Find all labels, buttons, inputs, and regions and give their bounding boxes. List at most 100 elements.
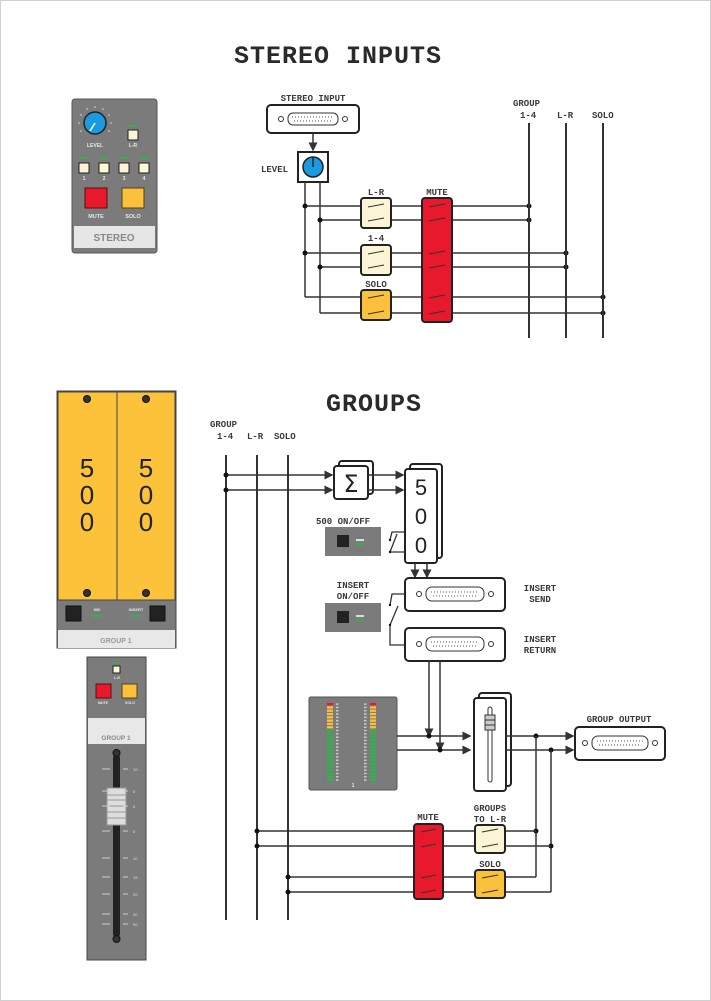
groups-to-lr-label-2: TO L-R <box>474 815 507 825</box>
meter-segment <box>370 778 376 782</box>
bus-group-label: GROUP <box>513 99 541 109</box>
meter-segment <box>370 729 376 732</box>
meter-segment <box>327 712 333 716</box>
stereo-channel-panel: STEREO LEVEL L-R 1 2 3 4 <box>71 98 158 254</box>
meter-segment <box>370 722 376 726</box>
meter-segment <box>370 759 376 762</box>
insert-send-label-1: INSERT <box>524 584 557 594</box>
level-label: LEVEL <box>261 165 288 175</box>
bus-label-1-4: 1-4 <box>520 111 537 121</box>
module-digit: 0 <box>415 504 427 529</box>
group-button-1[interactable] <box>78 162 90 174</box>
stereo-input-connector <box>266 104 360 134</box>
meter-segment <box>327 775 333 778</box>
meter-segment <box>327 709 333 712</box>
bus-label-lr: L-R <box>247 432 264 442</box>
stereo-input-label: STEREO INPUT <box>281 94 346 104</box>
module-digit: 0 <box>415 533 427 558</box>
lr-led <box>129 125 137 127</box>
level-meter: 1 <box>308 696 398 791</box>
group-solo-button[interactable] <box>121 683 138 699</box>
group-switch-label: 1-4 <box>368 234 385 244</box>
section-title-stereo-inputs: STEREO INPUTS <box>234 42 443 71</box>
group-button-3[interactable] <box>118 162 130 174</box>
meter-segment <box>370 703 376 706</box>
500-onoff-panel <box>325 527 381 556</box>
groups-solo-label: SOLO <box>479 860 501 870</box>
insert-onoff-button[interactable] <box>149 605 166 622</box>
meter-segment <box>327 739 333 742</box>
meter-segment <box>370 772 376 775</box>
solo-switch-label: SOLO <box>365 280 387 290</box>
bus-label-solo: SOLO <box>274 432 296 442</box>
svg-text:0: 0 <box>139 480 153 510</box>
meter-segment <box>370 709 376 712</box>
group-mute-button[interactable] <box>95 683 112 699</box>
module-500-text: 5 0 0 5 0 0 <box>80 453 153 537</box>
groups-mute-switch-bank <box>413 823 444 900</box>
insert-return-label-1: INSERT <box>524 635 557 645</box>
meter-segment <box>327 726 333 729</box>
group-button-label: 1 <box>83 176 86 182</box>
fader-scale-label: 20 <box>133 892 138 897</box>
insert-onoff-button[interactable] <box>337 611 349 623</box>
fader-scale-label: 5 <box>133 829 136 834</box>
insert-send-connector <box>404 577 506 612</box>
stereo-input-diagram: STEREO INPUT LEVEL <box>261 94 614 338</box>
knob-scale-dots <box>78 106 112 132</box>
bus-label-solo: SOLO <box>592 111 614 121</box>
meter-segment <box>327 778 333 782</box>
meter-segment <box>327 759 333 762</box>
svg-text:5: 5 <box>139 453 153 483</box>
meter-segment <box>370 712 376 716</box>
meter-segment <box>370 742 376 745</box>
insert-onoff-panel <box>325 603 381 632</box>
bus-label-lr: L-R <box>557 111 574 121</box>
500-onoff-label: 500 ON/OFF <box>316 517 370 527</box>
group-mute-label: MUTE <box>98 701 109 705</box>
groups-to-lr-label-1: GROUPS <box>474 804 507 814</box>
meter-segment <box>327 722 333 726</box>
solo-switch <box>360 289 392 321</box>
meter-segment <box>327 719 333 722</box>
fader-scale-label: 0 <box>133 804 136 809</box>
lr-switch-label: L-R <box>368 188 385 198</box>
solo-label: SOLO <box>125 214 141 220</box>
insert-return-label-2: RETURN <box>524 646 556 656</box>
stereo-solo-button[interactable] <box>121 187 145 209</box>
lr-switch <box>360 197 392 229</box>
meter-segment <box>327 706 333 709</box>
bus-label-1-4: 1-4 <box>217 432 234 442</box>
group-button-label: 3 <box>123 176 126 182</box>
meter-segment <box>327 703 333 706</box>
500-onoff-button[interactable] <box>337 535 349 547</box>
group-button-2[interactable] <box>98 162 110 174</box>
group-name-strip: GROUP 1 <box>100 638 131 645</box>
level-knob[interactable] <box>83 111 107 135</box>
group-assign-buttons: 1 2 3 4 <box>78 157 150 182</box>
500-onoff-button[interactable] <box>65 605 82 622</box>
group-lr-button[interactable] <box>112 665 121 674</box>
meter-segment <box>327 729 333 732</box>
svg-text:0: 0 <box>139 507 153 537</box>
group-output-connector <box>574 726 666 761</box>
meter-segment <box>370 745 376 749</box>
lr-button[interactable] <box>127 129 139 141</box>
meter-segment <box>370 739 376 742</box>
meter-label: 1 <box>352 783 355 789</box>
meter-segment <box>370 762 376 765</box>
groups-solo-switch <box>474 869 506 899</box>
insert-onoff-label-2: ON/OFF <box>337 592 369 602</box>
sigma-symbol: Σ <box>343 470 358 498</box>
group-button-4[interactable] <box>138 162 150 174</box>
meter-segment <box>327 755 333 759</box>
meter-segment <box>327 716 333 719</box>
svg-text:0: 0 <box>80 480 94 510</box>
group-solo-label: SOLO <box>125 701 135 705</box>
group-switch <box>360 244 392 276</box>
stereo-mute-button[interactable] <box>84 187 108 209</box>
meter-segment <box>327 732 333 735</box>
svg-text:5: 5 <box>80 453 94 483</box>
